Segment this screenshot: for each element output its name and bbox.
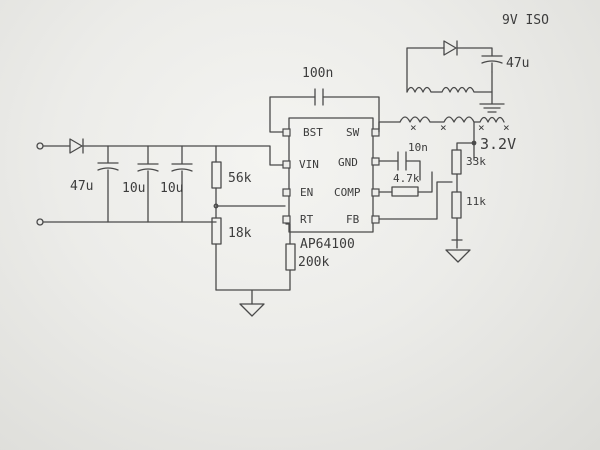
input-positive-rail: [42, 145, 286, 166]
pin-label-fb: FB: [346, 213, 360, 226]
polarity-dot-1: ×: [410, 121, 417, 134]
input-capacitor-c2: [137, 145, 159, 223]
r-rt-label: 200k: [298, 255, 329, 270]
pin-box-comp: [371, 188, 380, 197]
pin-box-bst: [282, 128, 291, 137]
input-capacitor-c3: [171, 145, 193, 223]
pin-label-gnd: GND: [338, 156, 358, 169]
input-positive-terminal: [36, 142, 44, 150]
iso-capacitor: [481, 55, 503, 73]
pin-label-comp: COMP: [334, 186, 361, 199]
polarity-dot-4: ×: [503, 121, 510, 134]
ground-bus: [215, 269, 291, 317]
input-diode: [69, 138, 84, 154]
enable-divider: 56k 18k: [211, 145, 286, 291]
input-section: 47u 10u 10u: [36, 138, 286, 226]
iso-output-label: 9V ISO: [502, 13, 549, 28]
resistor-18k: [211, 217, 222, 245]
pin-label-sw: SW: [346, 126, 360, 139]
ground-symbol-main: [239, 303, 265, 317]
pin-label-rt: RT: [300, 213, 314, 226]
polarity-dot-3: ×: [478, 121, 485, 134]
primary-winding: [399, 116, 505, 123]
pin-label-vin: VIN: [299, 158, 319, 171]
r-comp-label: 4.7k: [393, 172, 420, 185]
output-voltage-label: 3.2V: [480, 135, 516, 153]
resistor-56k: [211, 161, 222, 189]
pin-box-vin: [282, 160, 291, 169]
input-negative-terminal: [36, 218, 44, 226]
pin-box-fb: [371, 215, 380, 224]
isolated-secondary: 47u 9V ISO: [406, 13, 549, 113]
pin-label-bst: BST: [303, 126, 323, 139]
bootstrap-capacitor: 100n: [269, 66, 380, 133]
r-fb-bot-label: 11k: [466, 195, 486, 208]
pin-box-rt: [282, 215, 291, 224]
r-fb-top-label: 33k: [466, 155, 486, 168]
r-en-top-label: 56k: [228, 171, 252, 186]
pin-box-en: [282, 188, 291, 197]
iso-diode: [443, 40, 458, 56]
rt-resistor: 200k: [285, 223, 329, 271]
resistor-33k: [451, 149, 462, 175]
output-feedback: 3.2V 33k 11k: [378, 135, 516, 263]
c-comp-label: 10n: [408, 141, 428, 154]
r-en-bot-label: 18k: [228, 226, 252, 241]
resistor-4k7: [391, 186, 419, 197]
input-capacitor-c1: [97, 145, 119, 223]
resistor-11k: [451, 191, 462, 219]
ic-part-label: AP64100: [300, 237, 355, 252]
ic-body: [288, 117, 374, 233]
pin-box-gnd: [371, 157, 380, 166]
c-iso-label: 47u: [506, 56, 529, 71]
polarity-dot-2: ×: [440, 121, 447, 134]
c-bst-label: 100n: [302, 66, 333, 81]
compensation-network: 10n 4.7k: [378, 141, 433, 197]
ic-ap64100: BST VIN EN RT SW GND COMP FB AP64100: [282, 117, 380, 252]
c1-value-label: 47u: [70, 179, 93, 194]
ground-symbol-fb: [445, 249, 471, 263]
secondary-winding: [406, 86, 493, 93]
pin-box-sw: [371, 128, 380, 137]
c2-value-label: 10u: [122, 181, 145, 196]
pin-label-en: EN: [300, 186, 313, 199]
c3-value-label: 10u: [160, 181, 183, 196]
